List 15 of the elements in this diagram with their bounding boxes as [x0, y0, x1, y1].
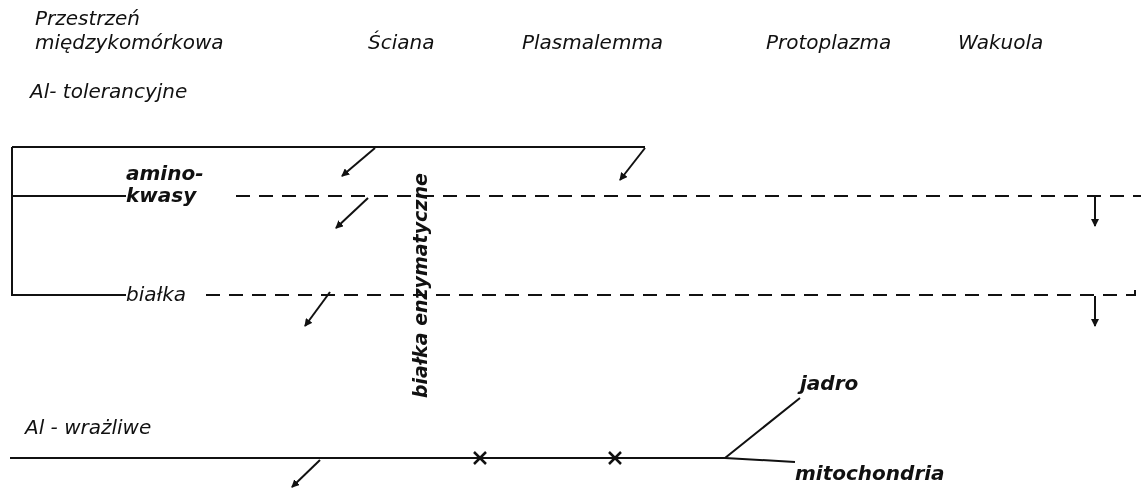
pathway-label: Al- tolerancyjne — [28, 80, 189, 102]
column-heading: Wakuola — [958, 30, 1044, 54]
rotated-label: białka enzymatyczne — [408, 173, 432, 398]
column-heading: Przestrzeń międzykomórkowa — [35, 6, 225, 54]
pathway-label: białka — [126, 283, 188, 305]
pathway-label: Al - wrażliwe — [23, 416, 153, 438]
column-heading: Plasmalemma — [522, 30, 664, 54]
pathway-label: mitochondria — [795, 462, 945, 484]
pathway-line — [9, 457, 796, 463]
pathway-line — [11, 146, 646, 148]
column-heading: Protoplazma — [766, 30, 892, 54]
dashed-line — [235, 195, 1141, 197]
column-heading: Ściana — [368, 30, 435, 54]
pathway-line — [11, 146, 127, 296]
pathway-label: amino- kwasy — [126, 162, 205, 206]
